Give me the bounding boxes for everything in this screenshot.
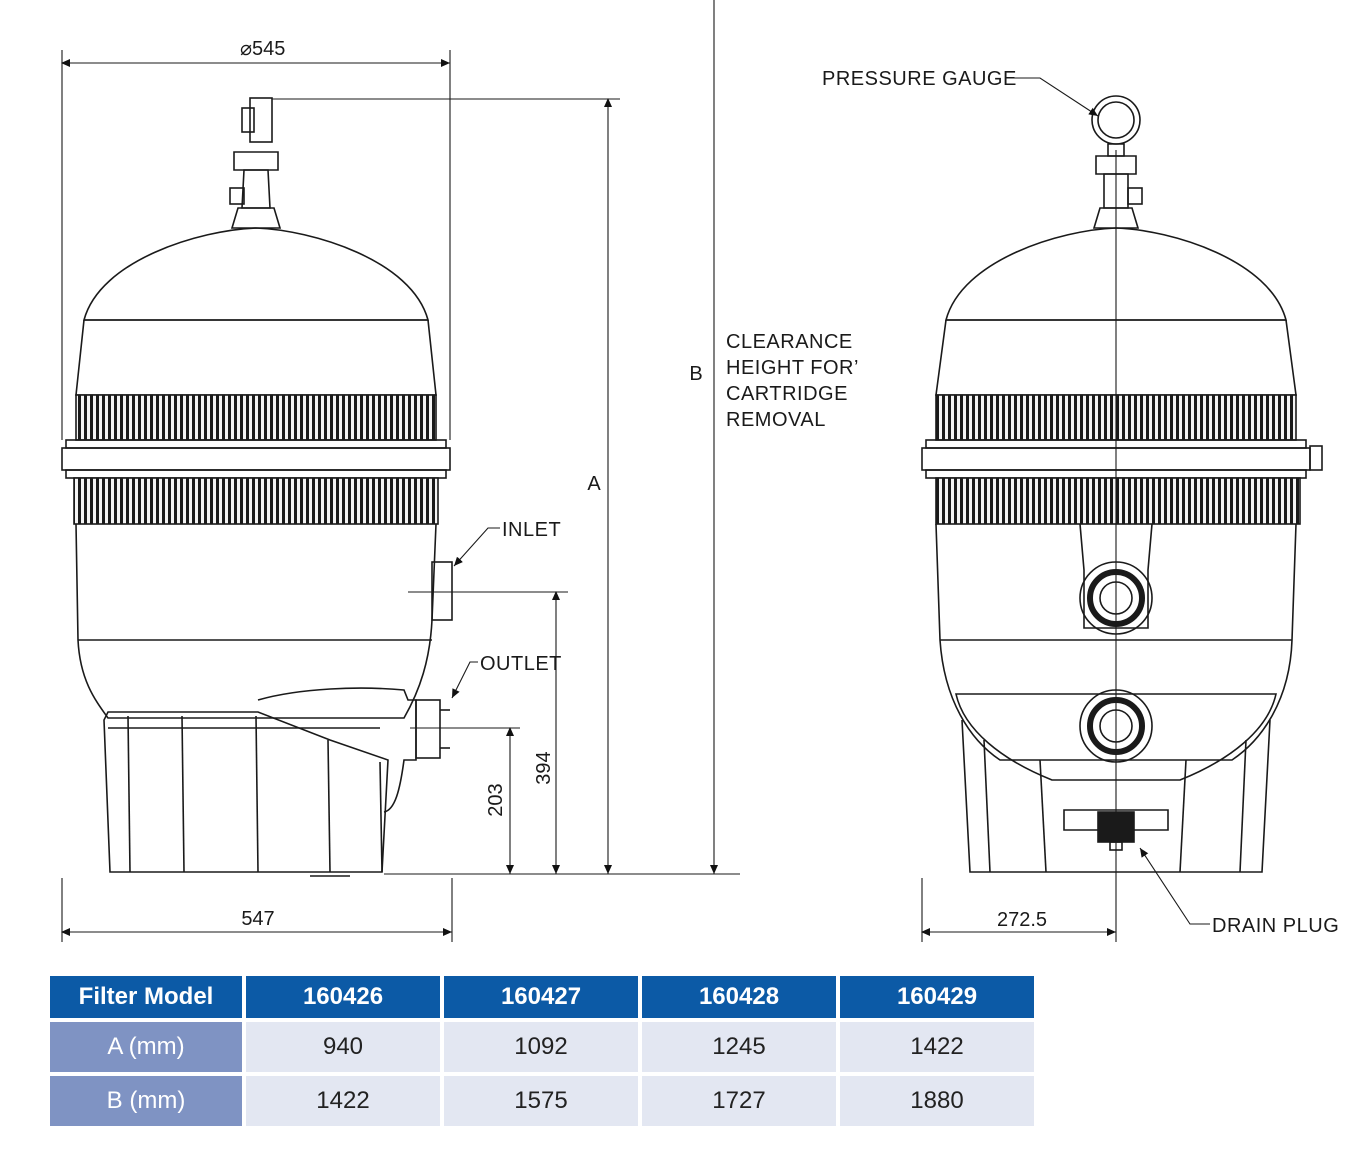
table-header-cell: 160426 <box>246 976 440 1018</box>
clamp-ring-top <box>65 439 447 449</box>
pressure-gauge-icon <box>1091 95 1141 145</box>
svg-text:HEIGHT FOR’: HEIGHT FOR’ <box>726 357 859 379</box>
lid-dome <box>82 227 430 321</box>
table-cell: 1422 <box>840 1022 1034 1072</box>
inlet-height-label: 394 <box>533 751 555 784</box>
table-cell: 1880 <box>840 1076 1034 1126</box>
outlet-pipe-side <box>257 687 417 813</box>
table-cell: 1245 <box>642 1022 836 1072</box>
clearance-note: CLEARANCE HEIGHT FOR’ CARTRIDGE REMOVAL <box>726 331 859 431</box>
table-header-cell: 160428 <box>642 976 836 1018</box>
outlet-port-side <box>415 699 441 759</box>
outlet-height-label: 203 <box>485 783 507 816</box>
clamp-knob <box>1309 445 1323 471</box>
table-header-cell: Filter Model <box>50 976 242 1018</box>
table-cell: 1422 <box>246 1076 440 1126</box>
dimensions-table: Filter Model 160426 160427 160428 160429… <box>46 972 1038 1130</box>
row-label: B (mm) <box>50 1076 242 1126</box>
table-cell: 940 <box>246 1022 440 1072</box>
lid-ribs <box>75 394 437 441</box>
pressure-gauge-callout: PRESSURE GAUGE <box>822 68 1017 90</box>
pressure-gauge-side <box>249 97 273 143</box>
svg-text:REMOVAL: REMOVAL <box>726 409 826 431</box>
valve-nut <box>233 151 279 171</box>
lid-band <box>75 319 437 396</box>
front-view <box>921 95 1323 873</box>
table-cell: 1727 <box>642 1076 836 1126</box>
drain-plug-callout: DRAIN PLUG <box>1212 915 1339 937</box>
air-relief-front <box>1127 187 1143 205</box>
side-dimensions <box>61 0 740 942</box>
row-label: A (mm) <box>50 1022 242 1072</box>
table-header-cell: 160429 <box>840 976 1034 1018</box>
svg-text:CARTRIDGE: CARTRIDGE <box>726 383 848 405</box>
table-header-row: Filter Model 160426 160427 160428 160429 <box>50 976 1034 1018</box>
diameter-label: ⌀545 <box>240 38 285 60</box>
svg-text:CLEARANCE: CLEARANCE <box>726 331 853 353</box>
height-a-label: A <box>587 473 601 495</box>
valve-base <box>230 207 282 229</box>
table-row: A (mm) 940 1092 1245 1422 <box>50 1022 1034 1072</box>
inlet-port-side <box>431 561 453 621</box>
base-width-label: 547 <box>241 908 274 930</box>
air-relief-side <box>229 187 245 205</box>
table-cell: 1092 <box>444 1022 638 1072</box>
table-cell: 1575 <box>444 1076 638 1126</box>
inlet-callout: INLET <box>502 519 561 541</box>
clamp-ring <box>61 447 451 471</box>
half-width-label: 272.5 <box>997 909 1047 931</box>
table-row: B (mm) 1422 1575 1727 1880 <box>50 1076 1034 1126</box>
filter-dimension-drawing: ⌀545 547 A B 394 203 CLEARANCE HEIGHT FO… <box>61 0 1339 942</box>
gauge-body-side <box>241 107 255 133</box>
valve-stem <box>241 169 271 209</box>
outlet-callout: OUTLET <box>480 653 562 675</box>
table-header-cell: 160427 <box>444 976 638 1018</box>
side-view <box>61 97 453 877</box>
front-dimensions <box>921 77 1210 942</box>
tank-ribs <box>73 477 439 525</box>
height-b-label: B <box>689 363 702 385</box>
tank-body <box>75 523 437 719</box>
valve-nut-front <box>1095 155 1137 175</box>
tank-base <box>103 711 389 873</box>
